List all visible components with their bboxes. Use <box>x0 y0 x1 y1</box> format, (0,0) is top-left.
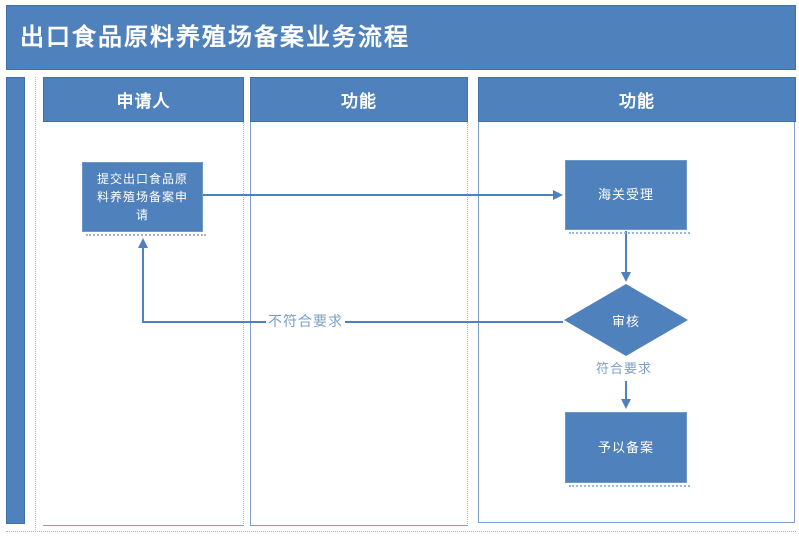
lane-header-label: 功能 <box>341 92 377 111</box>
lane-header-applicant: 申请人 <box>43 77 244 122</box>
arrow-review-to-submit <box>138 238 563 323</box>
node-label: 提交出口食品原料养殖场备案申请 <box>96 172 188 222</box>
edge-label-pass: 符合要求 <box>594 361 655 377</box>
lane-header-function-2: 功能 <box>478 77 796 122</box>
node-label: 审核 <box>611 313 640 329</box>
title-bar: 出口食品原料养殖场备案业务流程 <box>6 5 796 70</box>
node-label: 予以备案 <box>597 439 654 455</box>
page-title: 出口食品原料养殖场备案业务流程 <box>20 24 410 51</box>
bottom-dotted-border <box>6 531 796 532</box>
lane-body-function-1 <box>250 122 468 526</box>
node-submit-application: 提交出口食品原料养殖场备案申请 <box>82 162 206 236</box>
node-label: 海关受理 <box>597 187 654 202</box>
left-frame-strip <box>6 77 25 524</box>
lane-header-label: 申请人 <box>116 92 171 111</box>
edge-label-fail: 不符合要求 <box>266 313 345 329</box>
lane-body-applicant <box>43 122 244 526</box>
lane-header-function-1: 功能 <box>250 77 468 122</box>
node-customs-acceptance: 海关受理 <box>565 160 690 234</box>
node-grant-filing: 予以备案 <box>565 412 690 487</box>
left-dotted-guide <box>35 77 36 530</box>
lane-header-label: 功能 <box>619 92 655 111</box>
node-review-decision: 审核 <box>564 284 688 356</box>
